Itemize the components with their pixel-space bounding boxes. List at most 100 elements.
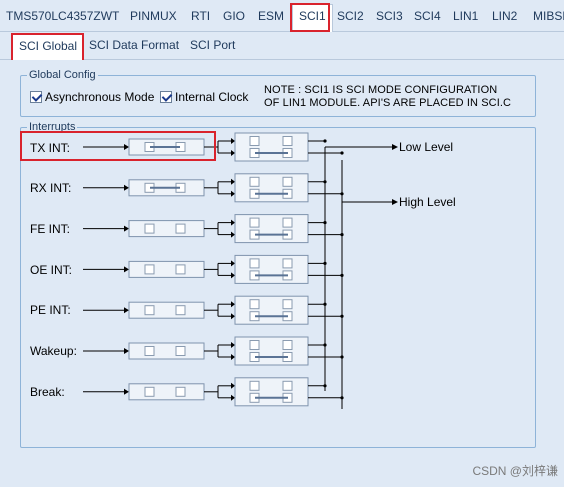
wakeup-low-left-square[interactable]	[249, 340, 260, 350]
wakeup-low-right-square[interactable]	[282, 340, 293, 350]
oe-int-enable-right-square[interactable]	[175, 264, 186, 275]
pe-int-high-junction	[340, 314, 344, 318]
wakeup-input-arrow-icon	[124, 348, 129, 354]
pe-int-split-top-arrow-icon	[231, 301, 235, 308]
tab-lin1[interactable]: LIN1	[453, 9, 479, 23]
high-level-arrow-icon	[392, 199, 398, 205]
note-line-1: NOTE : SCI1 IS SCI MODE CONFIGURATION	[264, 84, 498, 96]
tx-int-low-left-square[interactable]	[249, 136, 260, 146]
tx-int-level-switch[interactable]	[234, 132, 309, 162]
fe-int-label: FE INT:	[30, 222, 71, 236]
rx-int-low-right-square[interactable]	[282, 176, 293, 187]
high-level-label: High Level	[399, 195, 456, 209]
oe-int-enable-switch[interactable]	[128, 260, 205, 278]
break-level-switch[interactable]	[234, 377, 309, 407]
tab-sci-port[interactable]: SCI Port	[190, 38, 236, 52]
tab-sci-data-format[interactable]: SCI Data Format	[89, 38, 180, 52]
asynchronous-mode-checkbox[interactable]: Asynchronous Mode	[30, 90, 154, 104]
tab-pinmux[interactable]: PINMUX	[130, 9, 177, 23]
break-high-junction	[340, 396, 344, 400]
break-low-right-square[interactable]	[282, 380, 293, 391]
oe-int-low-left-square[interactable]	[249, 258, 260, 269]
fe-int-input-arrow-icon	[124, 225, 129, 232]
wakeup-enable-right-square[interactable]	[175, 346, 186, 356]
fe-int-level-switch[interactable]	[234, 214, 309, 244]
break-enable-left-square[interactable]	[144, 386, 155, 397]
oe-int-enable-left-square[interactable]	[144, 264, 155, 275]
fe-int-enable-left-square[interactable]	[144, 223, 155, 234]
wakeup-level-switch[interactable]	[234, 336, 309, 366]
pe-int-low-right-square[interactable]	[282, 299, 293, 310]
fe-int-low-right-square[interactable]	[282, 217, 293, 228]
tab-sci4[interactable]: SCI4	[414, 9, 441, 23]
tx-int-split-bottom-arrow-icon	[231, 150, 235, 156]
tab-tms570lc4357zwt[interactable]: TMS570LC4357ZWT	[6, 9, 120, 23]
fe-int-high-junction	[340, 233, 344, 237]
wakeup-enable-switch[interactable]	[128, 342, 205, 360]
pe-int-enable-switch[interactable]	[128, 301, 205, 319]
interrupts-group: Interrupts	[20, 120, 536, 448]
interrupt-rows	[83, 132, 344, 407]
rx-int-low-left-square[interactable]	[249, 176, 260, 187]
tab-sci2[interactable]: SCI2	[337, 9, 364, 23]
checkbox-checked-icon	[160, 91, 172, 103]
break-enable-right-square[interactable]	[175, 386, 186, 397]
oe-int-input-arrow-icon	[124, 266, 129, 273]
global-config-group: Global Config Asynchronous Mode Internal…	[20, 68, 536, 117]
wakeup-low-junction	[323, 343, 327, 347]
tx-int-low-junction	[323, 139, 327, 143]
asynchronous-mode-label: Asynchronous Mode	[45, 90, 155, 104]
tx-int-low-right-square[interactable]	[282, 136, 293, 146]
rx-int-input-arrow-icon	[124, 184, 129, 191]
tx-int-label: TX INT:	[30, 141, 71, 155]
sci-subtab-bar: SCI Global SCI Data Format SCI Port	[0, 32, 564, 60]
fe-int-low-junction	[323, 221, 327, 225]
oe-int-high-junction	[340, 273, 344, 277]
break-low-left-square[interactable]	[249, 380, 260, 391]
fe-int-split-top-arrow-icon	[231, 219, 235, 226]
wakeup-high-junction	[340, 355, 344, 359]
fe-int-enable-switch[interactable]	[128, 220, 205, 238]
tab-esm[interactable]: ESM	[258, 9, 285, 23]
fe-int-low-left-square[interactable]	[249, 217, 260, 228]
pe-int-level-switch[interactable]	[234, 295, 309, 325]
wakeup-enable-left-square[interactable]	[144, 346, 155, 356]
tab-lin2[interactable]: LIN2	[492, 9, 518, 23]
tab-mibspi[interactable]: MIBSP	[533, 9, 564, 23]
pe-int-enable-right-square[interactable]	[175, 305, 186, 316]
internal-clock-checkbox[interactable]: Internal Clock	[160, 90, 248, 104]
rx-int-high-junction	[340, 192, 344, 196]
rx-int-split-bottom-arrow-icon	[231, 190, 235, 197]
tab-rti[interactable]: RTI	[191, 9, 211, 23]
wakeup-split-bottom-arrow-icon	[231, 354, 235, 360]
fe-int-split-bottom-arrow-icon	[231, 231, 235, 238]
tab-gio[interactable]: GIO	[223, 9, 246, 23]
rx-int-level-switch[interactable]	[234, 173, 309, 203]
break-split-bottom-arrow-icon	[231, 394, 235, 401]
pe-int-low-junction	[323, 302, 327, 306]
oe-int-level-switch[interactable]	[234, 254, 309, 284]
tx-int-high-junction	[340, 151, 344, 155]
rx-int-low-junction	[323, 180, 327, 184]
tx-int-input-arrow-icon	[124, 144, 129, 150]
low-level-label: Low Level	[399, 140, 453, 154]
checkbox-checked-icon	[30, 91, 42, 103]
pe-int-low-left-square[interactable]	[249, 299, 260, 310]
tab-sci3[interactable]: SCI3	[376, 9, 403, 23]
note-line-2: OF LIN1 MODULE. API'S ARE PLACED IN SCI.…	[264, 97, 512, 109]
sci1-note: NOTE : SCI1 IS SCI MODE CONFIGURATION OF…	[264, 84, 511, 110]
wakeup-split-top-arrow-icon	[231, 342, 235, 348]
break-split-top-arrow-icon	[231, 382, 235, 389]
interrupt-routing-diagram: Low Level High Level	[83, 132, 456, 409]
pe-int-enable-left-square[interactable]	[144, 305, 155, 316]
pe-int-input-arrow-icon	[124, 307, 129, 314]
fe-int-enable-right-square[interactable]	[175, 223, 186, 234]
watermark: CSDN @刘梓谦	[472, 464, 558, 478]
tab-sci1[interactable]: SCI1	[292, 4, 333, 32]
tab-sci-global[interactable]: SCI Global	[12, 34, 85, 60]
oe-int-split-bottom-arrow-icon	[231, 272, 235, 279]
break-enable-switch[interactable]	[128, 383, 205, 401]
rx-int-label: RX INT:	[30, 181, 72, 195]
oe-int-low-right-square[interactable]	[282, 258, 293, 269]
module-tab-bar: TMS570LC4357ZWT PINMUX RTI GIO ESM SCI1 …	[0, 0, 564, 32]
